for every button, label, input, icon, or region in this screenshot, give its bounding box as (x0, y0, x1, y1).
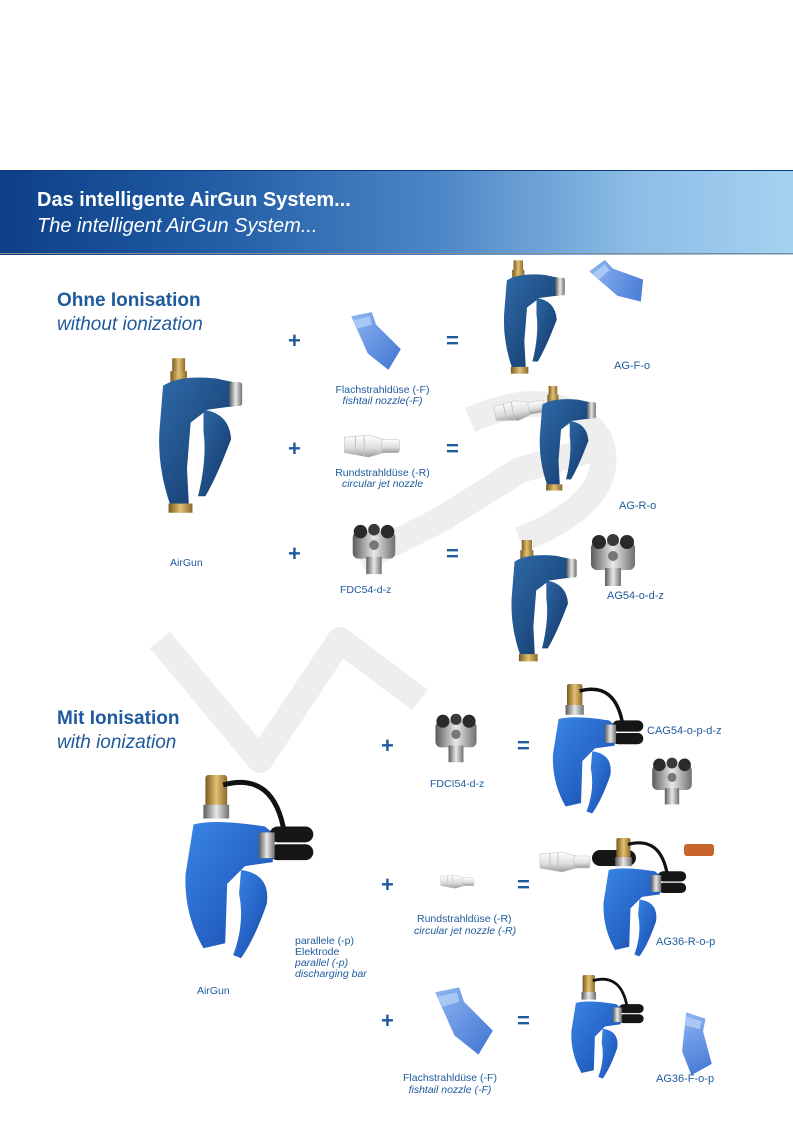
nozzle-label-en: circular jet nozzle (341, 478, 424, 490)
equals-sign: = (446, 328, 459, 353)
equals-sign: = (517, 872, 530, 897)
result-code: AG36-F-o-p (656, 1073, 715, 1085)
section1-heading: Ohne Ionisation (57, 290, 201, 311)
banner-title-en: The intelligent AirGun System... (37, 215, 318, 237)
section2-subheading: with ionization (57, 732, 177, 753)
plus-sign: + (381, 1008, 394, 1033)
ionizing-airgun-circular-image (539, 838, 714, 959)
section2-base-label: AirGun (197, 985, 230, 997)
equals-sign: = (446, 436, 459, 461)
nozzle-label-en: circular jet nozzle (-R) (414, 925, 517, 937)
section1-base-label: AirGun (170, 557, 203, 569)
result-code: AG-R-o (619, 500, 657, 512)
electrode-label-en-1: parallel (-p) (295, 957, 349, 969)
nozzle-label-de: Rundstrahldüse (-R) (417, 913, 512, 925)
plus-sign: + (381, 872, 394, 897)
fdci-nozzle-image (428, 710, 484, 766)
electrode-label-de-1: parallele (-p) (295, 935, 354, 947)
plus-sign: + (288, 436, 301, 461)
result-code: AG-F-o (614, 360, 651, 372)
section2-heading: Mit Ionisation (57, 708, 180, 729)
nozzle-label-de: Rundstrahldüse (-R) (335, 467, 430, 479)
airgun-image (152, 352, 244, 530)
electrode-label-de-2: Elektrode (295, 946, 340, 958)
ionizing-airgun-fishtail-image (569, 975, 730, 1082)
equals-sign: = (446, 541, 459, 566)
circular-nozzle-image (340, 428, 406, 462)
section1-subheading: without ionization (57, 314, 203, 335)
airgun-circular-image (492, 386, 596, 491)
nozzle-label-de: FDCI54-d-z (430, 778, 485, 790)
banner-divider (0, 253, 793, 254)
plus-sign: + (381, 733, 394, 758)
fishtail-nozzle-image (428, 985, 500, 1057)
equals-sign: = (517, 733, 530, 758)
result-code: AG54-o-d-z (607, 590, 664, 602)
plus-sign: + (288, 541, 301, 566)
nozzle-label-de: Flachstrahldüse (-F) (335, 384, 430, 396)
equals-sign: = (517, 1008, 530, 1033)
nozzle-label-de: FDC54-d-z (340, 584, 392, 596)
ionizing-airgun-fdc-image (551, 684, 692, 816)
title-banner: Das intelligente AirGun System... The in… (0, 170, 793, 255)
fdc-nozzle-image (345, 520, 403, 578)
nozzle-label-en: fishtail nozzle(-F) (342, 395, 423, 407)
circular-nozzle-image (438, 870, 478, 892)
nozzle-label-de: Flachstrahldüse (-F) (403, 1072, 497, 1084)
result-code: AG36-R-o-p (656, 936, 716, 948)
plus-sign: + (288, 328, 301, 353)
result-code: CAG54-o-p-d-z (647, 725, 722, 737)
banner-title-de: Das intelligente AirGun System... (37, 189, 351, 211)
nozzle-label-en: fishtail nozzle (-F) (408, 1084, 492, 1096)
ionizing-airgun-image (175, 775, 315, 973)
electrode-label-en-2: discharging bar (295, 968, 367, 980)
fishtail-nozzle-image (345, 310, 407, 372)
